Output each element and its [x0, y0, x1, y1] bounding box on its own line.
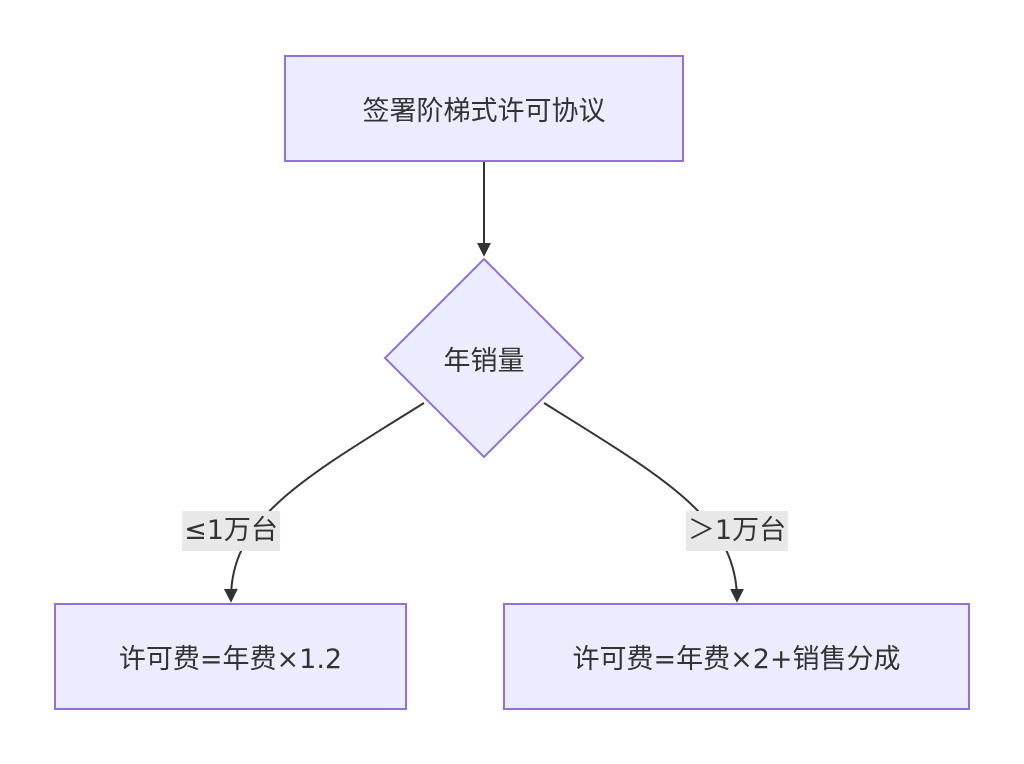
right-result-node: 许可费=年费×2+销售分成 [503, 603, 970, 710]
decision-node: 年销量 [384, 258, 584, 458]
edge-decision-to-left [223, 402, 425, 603]
edge-decision-to-right [543, 402, 744, 603]
decision-diamond [383, 257, 585, 459]
right-result-label: 许可费=年费×2+销售分成 [572, 644, 901, 675]
edge-label-right: ＞1万台 [685, 511, 789, 551]
edge-label-left: ≤1万台 [182, 511, 280, 551]
decision-node-label: 年销量 [443, 345, 525, 377]
left-result-node: 许可费=年费×1.2 [54, 603, 407, 710]
left-result-label: 许可费=年费×1.2 [118, 644, 343, 675]
start-node-label: 签署阶梯式许可协议 [362, 96, 606, 127]
start-node: 签署阶梯式许可协议 [284, 55, 684, 162]
